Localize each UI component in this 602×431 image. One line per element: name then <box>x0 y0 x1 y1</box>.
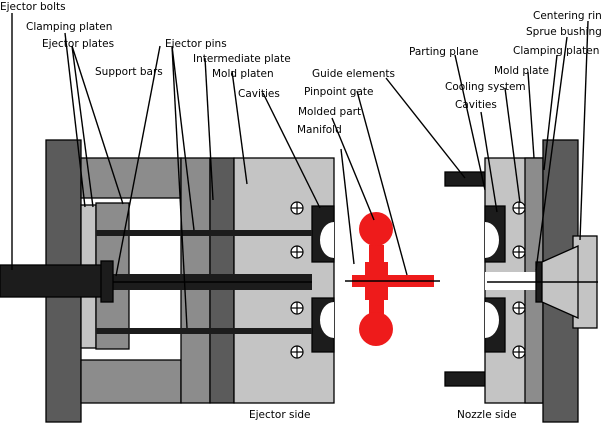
ejector-bolt-head <box>100 260 114 303</box>
label-sprue-bushing: Sprue bushing <box>526 26 602 38</box>
cavity-right-top <box>485 222 499 258</box>
labels: Ejector bolts Clamping platen Ejector pl… <box>0 1 602 421</box>
cooling-channels-right <box>512 201 526 359</box>
sprue-channel <box>485 272 540 290</box>
support-bar-top <box>80 157 182 199</box>
label-intermediate-plate: Intermediate plate <box>193 53 291 65</box>
label-pinpoint-gate: Pinpoint gate <box>304 86 373 98</box>
guide-pin-bottom <box>444 371 486 387</box>
ejector-side-half <box>0 139 335 423</box>
label-ejector-plates: Ejector plates <box>42 38 114 50</box>
label-ejector-side: Ejector side <box>249 409 311 421</box>
cavity-right-bottom <box>485 302 499 338</box>
molded-part-group <box>345 212 440 346</box>
label-ejector-bolts: Ejector bolts <box>0 1 66 13</box>
label-mold-platen: Mold platen <box>212 68 274 80</box>
label-clamping-platen-right: Clamping platen <box>513 45 599 57</box>
label-clamping-platen-left: Clamping platen <box>26 21 112 33</box>
label-cavities-right: Cavities <box>455 99 497 111</box>
label-cavities-left: Cavities <box>238 88 280 100</box>
cavity-left-top <box>320 222 334 258</box>
guide-pin-top <box>444 171 486 187</box>
ejector-pin-top <box>96 230 312 236</box>
leader-lines <box>11 13 589 329</box>
label-molded-part: Molded part <box>298 106 361 118</box>
support-bar-bottom <box>80 359 182 404</box>
cavity-left-bottom <box>320 302 334 338</box>
label-manifold: Manifold <box>297 124 342 136</box>
molded-part-bottom <box>359 312 393 346</box>
nozzle-side-half <box>444 139 598 423</box>
label-cooling-system: Cooling system <box>445 81 526 93</box>
label-support-bars: Support bars <box>95 66 163 78</box>
ejector-bolt <box>0 264 105 298</box>
label-parting-plane: Parting plane <box>409 46 478 58</box>
cooling-channels-left <box>290 201 304 359</box>
label-guide-elements: Guide elements <box>312 68 395 80</box>
label-centering-ring: Centering ring <box>533 10 602 22</box>
label-nozzle-side: Nozzle side <box>457 409 517 421</box>
ejector-pin-bottom <box>96 328 312 334</box>
label-mold-plate: Mold plate <box>494 65 549 77</box>
label-ejector-pins: Ejector pins <box>165 38 227 50</box>
molded-part-top <box>359 212 393 246</box>
